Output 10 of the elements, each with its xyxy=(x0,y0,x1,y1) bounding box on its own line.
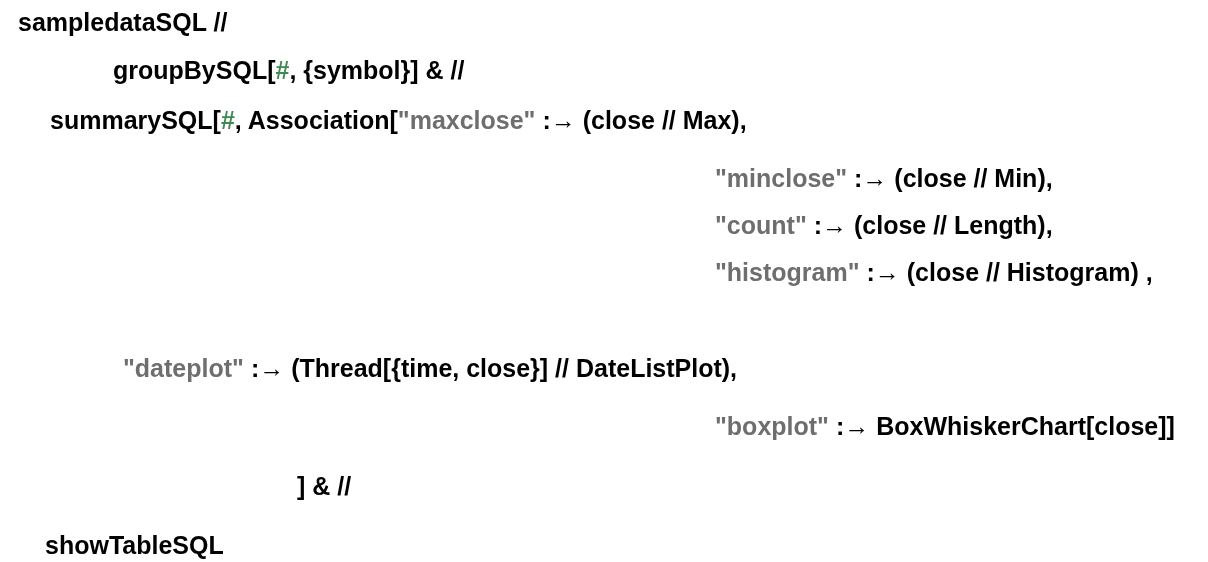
code-line: "dateplot" :→ (Thread[{time, close}] // DateListPlot), xyxy=(123,353,738,383)
code-line: ] & // xyxy=(297,471,352,501)
code-line: "histogram" :→ (close // Histogram) , xyxy=(715,257,1153,287)
code-line: showTableSQL xyxy=(45,530,224,560)
code-line: groupBySQL[#, {symbol}] & // xyxy=(113,55,465,85)
code-line: summarySQL[#, Association["maxclose" :→ (close // Max), xyxy=(50,105,747,135)
code-line: "boxplot" :→ BoxWhiskerChart[close]] xyxy=(715,411,1175,441)
code-line: "count" :→ (close // Length), xyxy=(715,210,1053,240)
code-line: "minclose" :→ (close // Min), xyxy=(715,163,1053,193)
code-line: sampledataSQL // xyxy=(18,7,228,37)
